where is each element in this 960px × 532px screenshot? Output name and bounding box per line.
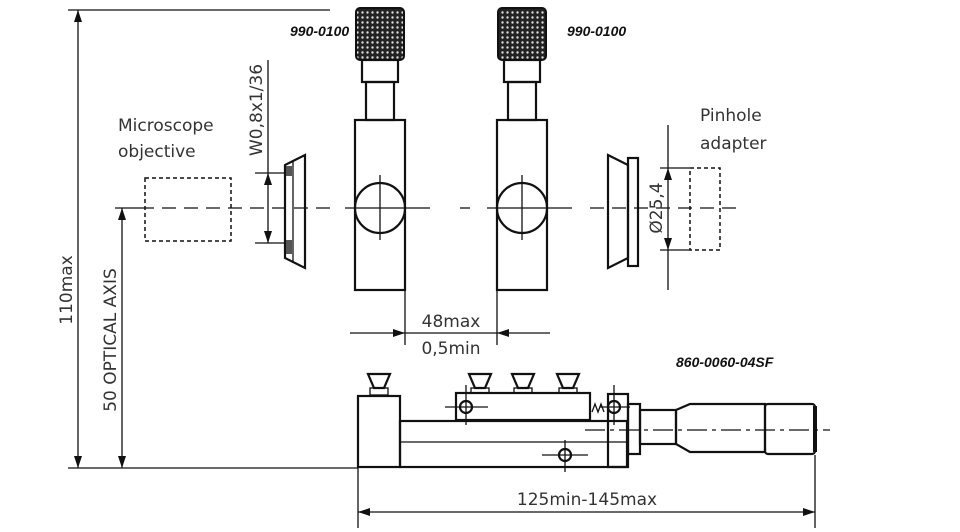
micrometer-right-part-number: 990-0100	[567, 23, 626, 39]
screw-icon	[445, 385, 488, 425]
length-label: 125min-145max	[517, 490, 657, 510]
pinhole-label-2: adapter	[700, 134, 767, 154]
microscope-objective: Microscope objective	[118, 116, 232, 242]
spring-icon	[591, 402, 605, 414]
thread-label: W0,8x1/36	[247, 64, 267, 156]
stage-fixed-block	[356, 394, 402, 469]
micrometer-left-part-number: 990-0100	[290, 23, 349, 39]
diameter-label: Ø25,4	[647, 182, 667, 233]
micrometer-right: 990-0100	[487, 7, 626, 292]
clamp-icon	[510, 372, 536, 394]
objective-adapter	[283, 153, 307, 270]
height-max-label: 110max	[57, 255, 77, 325]
gap-max-label: 48max	[422, 312, 481, 332]
objective-label-1: Microscope	[118, 116, 214, 136]
translation-stage: 860-0060-04SF	[356, 354, 830, 472]
screw-icon	[600, 385, 630, 425]
clamp-icon	[555, 372, 581, 394]
pinhole-adapter-mount	[606, 153, 640, 270]
stage-rail	[398, 419, 629, 469]
clamp-icon	[366, 372, 392, 396]
objective-label-2: objective	[118, 142, 196, 162]
screw-icon	[542, 440, 588, 472]
knurled-knob	[355, 7, 405, 61]
gap-dimension: 48max 0,5min	[350, 290, 550, 359]
knurled-knob	[497, 7, 547, 61]
micrometer-left: 990-0100	[290, 7, 430, 292]
gap-min-label: 0,5min	[421, 339, 480, 359]
pinhole-label-1: Pinhole	[700, 106, 762, 126]
length-dimension: 125min-145max	[357, 455, 816, 528]
height-dimension: 110max	[57, 9, 358, 469]
thread-dimension: W0,8x1/36	[247, 60, 290, 244]
optical-axis-dimension: 50 OPTICAL AXIS	[101, 207, 140, 468]
optical-axis-label: 50 OPTICAL AXIS	[101, 268, 121, 412]
pinhole-adapter: Pinhole adapter Ø25,4	[647, 106, 767, 290]
stage-micrometer-barrel	[674, 402, 767, 454]
stage-micrometer-thimble	[763, 402, 817, 456]
stage-part-number: 860-0060-04SF	[676, 354, 774, 370]
clamp-icon	[467, 372, 493, 394]
